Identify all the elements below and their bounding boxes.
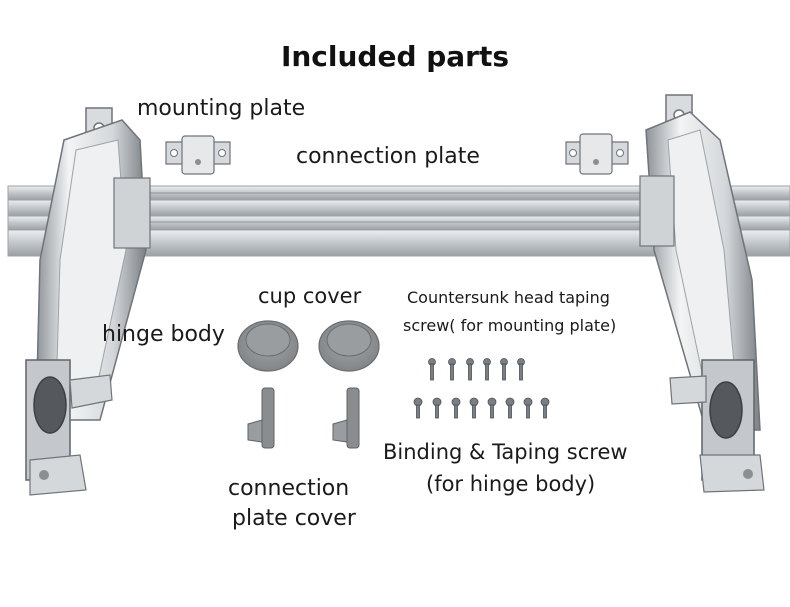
right-hinge-body [639,94,765,493]
connection-plate-cover-left [247,387,275,449]
label-cup-cover: cup cover [258,284,362,308]
label-binding-line1: Binding & Taping screw [383,440,628,464]
countersunk-screws [428,358,525,381]
label-mounting-plate: mounting plate [137,96,306,121]
label-connection-cover-line1: connection [228,476,350,501]
left-hinge-body [25,107,151,496]
label-hinge-body: hinge body [102,322,225,347]
page-title: Included parts [280,40,510,73]
label-countersunk-line1: Countersunk head taping [407,288,610,307]
binding-taping-screws [413,397,550,419]
cup-cover-right [318,320,380,372]
label-countersunk-line2: screw( for mounting plate) [403,316,617,335]
cup-cover-left [237,320,299,372]
connection-plate-cover-right [332,387,360,449]
label-connection-plate: connection plate [296,144,480,169]
label-binding-line2: (for hinge body) [426,472,596,496]
label-connection-cover-line2: plate cover [232,506,356,531]
mounting-plate-left [165,135,231,175]
mounting-plate-right [565,133,629,175]
